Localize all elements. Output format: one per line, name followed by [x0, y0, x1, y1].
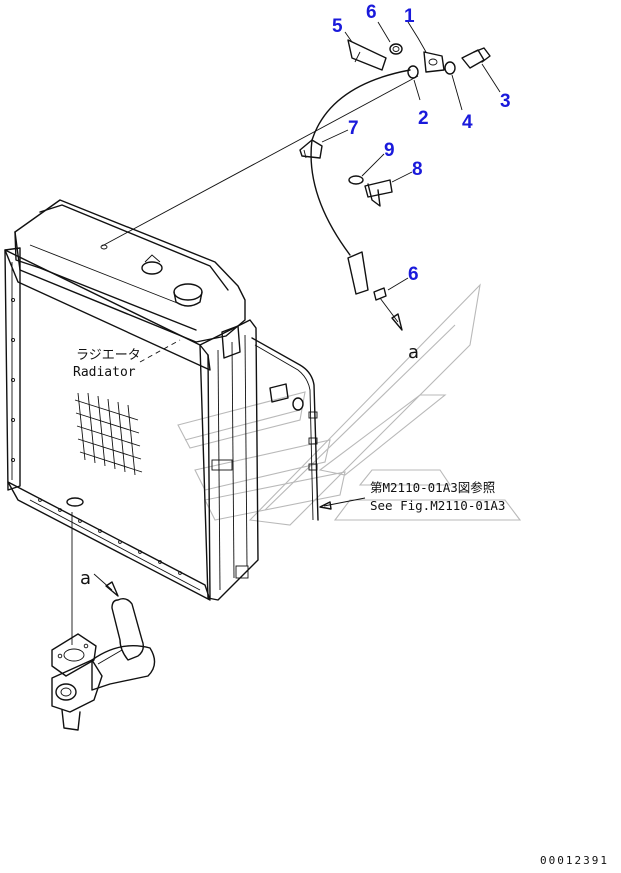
radiator-label-jp: ラジエータ — [76, 348, 141, 363]
callout-leaders — [321, 21, 501, 291]
callout-2: 2 — [418, 108, 429, 129]
lower-hose-assembly — [51, 597, 156, 731]
frame-holes-left — [10, 297, 16, 463]
part-1-fitting — [423, 51, 445, 73]
part-3-bolt — [461, 47, 491, 69]
hose-lower-sleeve — [347, 251, 369, 295]
drawing-code: 00012391 — [540, 854, 609, 867]
callout-7: 7 — [348, 118, 359, 139]
callout-1: 1 — [404, 6, 415, 27]
radiator-core-grid — [74, 392, 143, 476]
part-7-clip — [299, 139, 323, 159]
part-6-clamp-lower — [373, 287, 387, 301]
callout-9: 9 — [384, 140, 395, 161]
radiator-label-en: Radiator — [73, 365, 136, 380]
part-6-clamp-upper — [389, 43, 403, 55]
callout-3: 3 — [500, 91, 511, 112]
callout-4: 4 — [462, 112, 473, 133]
watermark-logo — [177, 283, 522, 526]
part-2-washer — [407, 65, 419, 79]
reference-arrow — [319, 497, 366, 510]
frame-holes-bottom — [38, 498, 182, 575]
part-4-washer — [444, 61, 456, 75]
view-marker-upper: a — [408, 342, 419, 363]
callout-6-upper: 6 — [366, 2, 377, 23]
view-arrow-lower — [93, 573, 119, 597]
part-9-washer — [348, 175, 364, 185]
callout-6-lower: 6 — [408, 264, 419, 285]
side-bolt — [269, 383, 304, 411]
part-8-bolt — [364, 179, 393, 207]
leader-line-tank — [101, 75, 419, 247]
reference-en: See Fig.M2110-01A3 — [370, 498, 505, 513]
view-arrow-upper — [379, 297, 403, 331]
radiator-assembly — [4, 199, 259, 601]
view-marker-lower: a — [80, 568, 91, 589]
part-5-sleeve — [347, 39, 387, 71]
callout-8: 8 — [412, 159, 423, 180]
reference-jp: 第M2110-01A3図参照 — [370, 480, 495, 495]
callout-5: 5 — [332, 16, 343, 37]
